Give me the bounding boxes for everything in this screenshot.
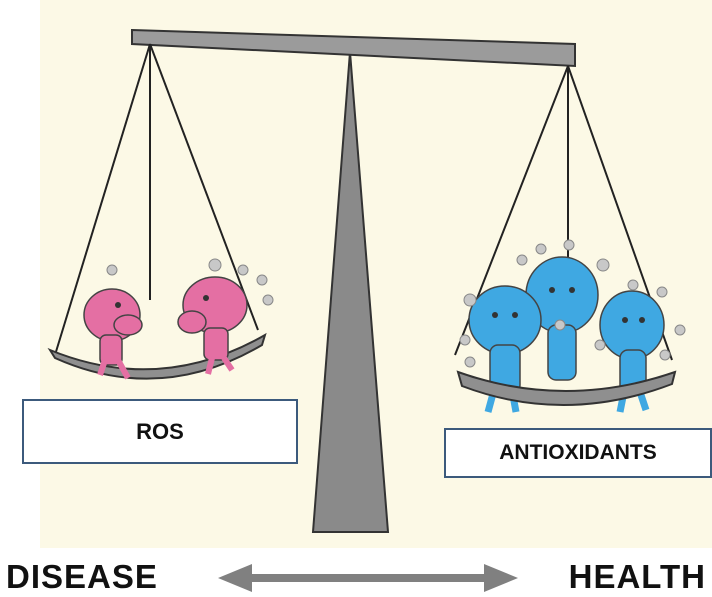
antioxidants-label-box: ANTIOXIDANTS: [444, 428, 712, 478]
health-label: HEALTH: [569, 557, 706, 597]
disease-label: DISEASE: [6, 557, 158, 597]
ros-label: ROS: [136, 419, 184, 445]
antioxidants-label: ANTIOXIDANTS: [499, 441, 657, 465]
disease-health-arrow: [218, 564, 518, 592]
ros-label-box: ROS: [22, 399, 298, 464]
